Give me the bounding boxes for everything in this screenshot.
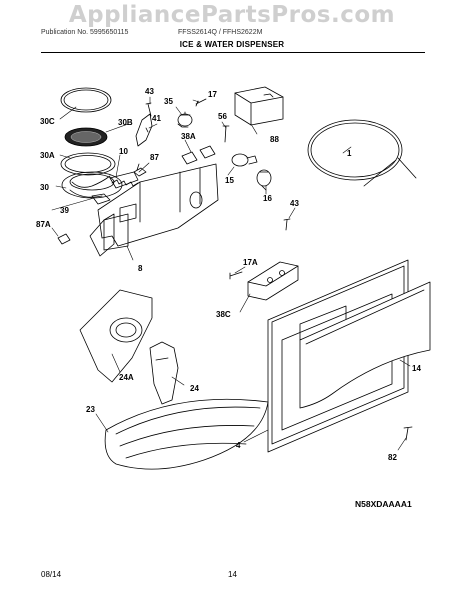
part-87a-clip — [57, 233, 71, 245]
callout: 30 — [40, 183, 49, 192]
callout: 24 — [190, 384, 199, 393]
callout: 30A — [40, 151, 55, 160]
part-14-pad — [299, 281, 431, 409]
part-23-tray — [104, 398, 269, 470]
part-30c-cap — [60, 87, 112, 113]
callout: 87 — [150, 153, 159, 162]
callout: 17 — [208, 90, 217, 99]
callout: 16 — [263, 194, 272, 203]
callout: 87A — [36, 220, 51, 229]
callout: 43 — [290, 199, 299, 208]
part-30a-ring — [60, 152, 116, 176]
publication-number: Publication No. 5995650115 — [41, 29, 129, 36]
part-16-socket — [256, 169, 272, 191]
callout: 4 — [236, 441, 241, 450]
part-1-tube — [307, 119, 417, 187]
part-35-gear — [177, 111, 193, 128]
callout: 30B — [118, 118, 133, 127]
callout: 35 — [164, 97, 173, 106]
part-43-screw-right — [283, 218, 291, 231]
callout: 56 — [218, 112, 227, 121]
part-24-door — [149, 341, 179, 405]
part-56-pin — [222, 125, 230, 143]
callout: 14 — [412, 364, 421, 373]
part-24a-chute — [79, 289, 153, 383]
page-number: 14 — [228, 570, 237, 579]
leader-lines — [51, 96, 411, 451]
callout: 8 — [138, 264, 143, 273]
callout: 41 — [152, 114, 161, 123]
header-divider — [41, 52, 425, 53]
callout: 43 — [145, 87, 154, 96]
part-88-module — [234, 86, 284, 126]
diagram-code: N58XDAAAA1 — [355, 499, 412, 509]
callout: 15 — [225, 176, 234, 185]
part-callouts: 43 35 17 41 30C 30B 56 88 38A 30A 10 87 … — [36, 87, 421, 462]
callout: 38C — [216, 310, 231, 319]
callout: 82 — [388, 453, 397, 462]
page-title: ICE & WATER DISPENSER — [179, 40, 285, 49]
part-38c-plate — [247, 261, 299, 301]
part-39 — [91, 193, 111, 205]
callout: 24A — [119, 373, 134, 382]
part-87-clip — [133, 163, 147, 177]
watermark: AppliancePartsPros.com — [68, 2, 396, 28]
callout: 1 — [347, 149, 352, 158]
callout: 23 — [86, 405, 95, 414]
callout: 10 — [119, 147, 128, 156]
callout: 30C — [40, 117, 55, 126]
part-82-screw — [403, 426, 413, 441]
callout: 88 — [270, 135, 279, 144]
model-numbers: FFSS2614Q / FFHS2622M — [178, 29, 263, 36]
callout: 17A — [243, 258, 258, 267]
part-8-housing — [89, 163, 219, 257]
callout: 38A — [181, 132, 196, 141]
part-30-auger — [61, 171, 139, 199]
part-38a-switches — [181, 145, 216, 165]
part-17-screw — [195, 98, 207, 107]
callout: 39 — [60, 206, 69, 215]
part-15-lamp — [231, 153, 258, 167]
part-10-spring — [111, 179, 139, 187]
part-30b-filter — [64, 127, 108, 147]
footer-date: 08/14 — [41, 570, 62, 579]
part-41-bracket — [135, 113, 153, 147]
part-43-screw — [145, 102, 152, 117]
part-17a-screw — [229, 271, 243, 280]
